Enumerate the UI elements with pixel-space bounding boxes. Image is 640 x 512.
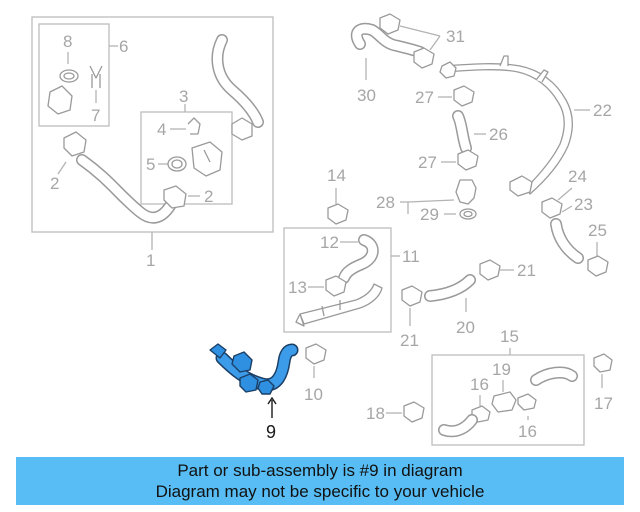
- part-9-hose-highlighted[interactable]: [209, 343, 299, 395]
- label-7: 7: [91, 106, 100, 125]
- part-29-oring: [459, 208, 477, 220]
- label-12: 12: [320, 233, 339, 252]
- label-2-right: 2: [204, 187, 213, 206]
- label-14: 14: [327, 166, 346, 185]
- label-24: 24: [568, 167, 587, 186]
- part-3-valve: [191, 141, 223, 177]
- part-8-fitting: [47, 85, 73, 115]
- label-15: 15: [500, 327, 519, 346]
- label-23: 23: [574, 195, 593, 214]
- info-banner: Part or sub-assembly is #9 in diagram Di…: [16, 457, 624, 505]
- label-21-left: 21: [400, 331, 419, 350]
- group-15-frame: [431, 354, 585, 446]
- part-27-clamp-upper: [453, 85, 475, 107]
- label-8: 8: [63, 32, 72, 51]
- part-16-clamp-b: [517, 393, 537, 411]
- part-10-clamp: [305, 343, 327, 365]
- label-5: 5: [146, 155, 155, 174]
- banner-line-2: Diagram may not be specific to your vehi…: [155, 482, 485, 501]
- part-31-clamp-a: [379, 13, 401, 35]
- label-16-right: 16: [518, 422, 537, 441]
- part-1-clamp-upper: [231, 117, 253, 141]
- banner-line-1: Part or sub-assembly is #9 in diagram: [177, 461, 463, 480]
- part-25-clamp: [587, 255, 609, 277]
- part-2-clamp-right: [163, 185, 187, 209]
- label-11: 11: [402, 247, 420, 266]
- label-22: 22: [593, 101, 612, 120]
- label-6: 6: [119, 37, 128, 56]
- part-11-pipe-assy: [295, 283, 383, 327]
- label-28: 28: [376, 193, 395, 212]
- part-17-clamp: [593, 353, 613, 373]
- group-3-frame: [140, 111, 233, 205]
- part-2-clamp-left: [63, 131, 87, 157]
- group-11-frame: [283, 227, 392, 333]
- label-27-lower: 27: [418, 153, 437, 172]
- part-27-clamp-lower: [457, 149, 479, 171]
- part-24-clamp: [541, 197, 563, 219]
- part-8-oring: [59, 69, 79, 83]
- label-27-upper: 27: [415, 88, 434, 107]
- label-1: 1: [146, 251, 155, 270]
- part-28-connector: [455, 179, 477, 205]
- label-17: 17: [594, 394, 613, 413]
- label-19: 19: [492, 360, 511, 379]
- part-4-clip: [187, 117, 201, 135]
- label-3: 3: [179, 87, 188, 106]
- part-21-clamp-left: [401, 285, 423, 307]
- part-14-clamp: [327, 203, 349, 225]
- part-22-clamp: [439, 61, 457, 79]
- part-7-clip: [89, 65, 103, 88]
- label-16-left: 16: [470, 375, 489, 394]
- label-9: 9: [266, 422, 276, 442]
- label-30: 30: [357, 86, 376, 105]
- label-10: 10: [304, 385, 323, 404]
- group-6-frame: [38, 23, 110, 127]
- part-19-valve: [491, 391, 517, 413]
- label-13: 13: [288, 278, 307, 297]
- label-18: 18: [366, 404, 385, 423]
- label-25: 25: [588, 221, 607, 240]
- part-18-clamp: [403, 401, 425, 423]
- label-21-right: 21: [517, 261, 536, 280]
- label-31: 31: [446, 27, 465, 46]
- part-21-clamp-right: [479, 259, 501, 281]
- part-5-oring: [167, 156, 187, 172]
- label-20: 20: [456, 318, 475, 337]
- part-31-clamp-b: [413, 47, 435, 69]
- label-2-left: 2: [50, 174, 59, 193]
- label-4: 4: [157, 120, 166, 139]
- part-13-clamp: [325, 275, 347, 297]
- label-26: 26: [489, 125, 508, 144]
- label-29: 29: [420, 205, 439, 224]
